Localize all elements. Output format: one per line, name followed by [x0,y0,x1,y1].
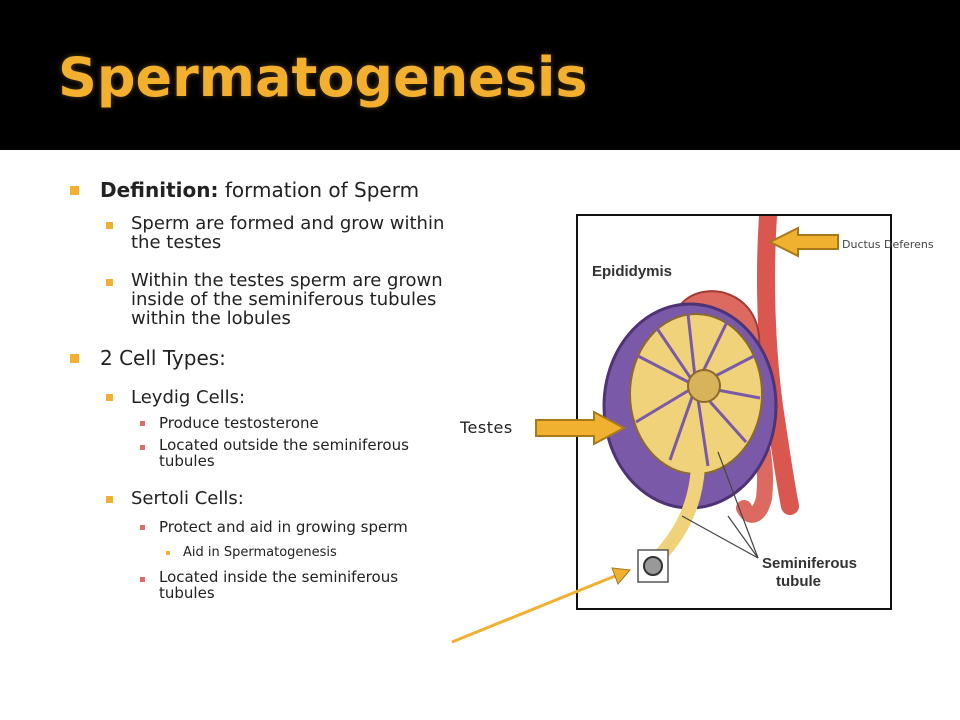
cross-section-shape [643,556,663,576]
sub-item-line: Within the testes sperm are grown [131,270,443,291]
leydig-sub-item: Produce testosterone [159,414,319,432]
testis-figure: Epididymis Seminiferous tubule [576,207,892,610]
bullet-marker [140,445,145,450]
bullet-marker [166,551,170,555]
definition-label: Definition: [100,178,219,202]
sub-item-within-testes: Within the testes sperm are grown inside… [131,270,443,329]
bullet-marker [140,421,145,426]
sertoli-item: Sertoli Cells: [131,488,244,509]
bullet-marker [70,186,79,195]
sertoli-sub-sub-text: Aid in Spermatogenesis [183,545,337,560]
sub-item-sperm-formed: Sperm are formed and grow within the tes… [131,213,445,253]
sertoli-sub-sub-item: Aid in Spermatogenesis [183,545,337,560]
rete-testis-shape [687,369,721,403]
slide-content: Definition: formation of Sperm Sperm are… [0,158,960,720]
bullet-marker [106,394,113,401]
title-bar: Spermatogenesis [0,0,960,150]
leydig-text: Leydig Cells: [131,387,246,408]
sertoli-sub-line: Located inside the seminiferous [159,568,399,586]
bullet-marker [106,222,113,229]
label-pointers [681,451,759,559]
sertoli-sub-text: Protect and aid in growing sperm [159,518,408,536]
sub-item-line: inside of the seminiferous tubules [131,288,437,310]
sub-item-line: Sperm are formed and grow within [131,213,445,234]
sub-item-line: the testes [131,231,222,253]
leydig-sub-item: Located outside the seminiferous tubules [159,436,409,470]
slide-title: Spermatogenesis [58,46,588,109]
testis-illustration: Epididymis Seminiferous tubule [592,207,857,590]
bullet-marker [140,577,145,582]
testes-label: Testes [460,418,513,437]
sertoli-sub-line: tubules [159,583,215,602]
bullet-marker [106,496,113,503]
leydig-sub-line: Located outside the seminiferous [159,436,409,454]
sertoli-text: Sertoli Cells: [131,488,244,509]
bullet-marker [106,279,113,286]
sub-item-line: within the lobules [131,307,291,329]
bullet-marker [140,525,145,530]
definition-item: Definition: formation of Sperm [100,178,419,202]
leydig-item: Leydig Cells: [131,387,245,408]
epididymis-label: Epididymis [592,263,672,280]
cell-types-item: 2 Cell Types: [100,346,226,370]
seminiferous-label-line2: tubule [776,573,821,590]
definition-text: formation of Sperm [218,178,420,202]
cell-types-text: 2 Cell Types: [100,346,226,370]
seminiferous-label-line1: Seminiferous [762,555,857,572]
bullet-marker [70,354,79,363]
leydig-sub-line: tubules [159,451,215,470]
sertoli-sub-item: Protect and aid in growing sperm [159,518,408,536]
sertoli-sub-item: Located inside the seminiferous tubules [159,568,399,602]
leydig-sub-text: Produce testosterone [159,414,319,432]
ductus-deferens-label: Ductus Deferens [842,238,934,251]
